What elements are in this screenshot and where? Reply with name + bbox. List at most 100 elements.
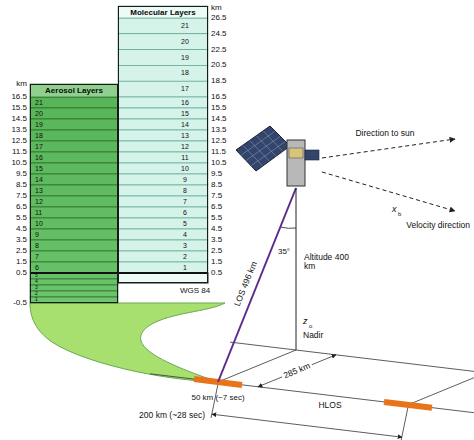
layer-heading: Aerosol Layers bbox=[31, 85, 117, 97]
molecular-layer-cell bbox=[118, 251, 208, 262]
molecular-layer-cell bbox=[118, 185, 208, 196]
aerosol-layer-cell bbox=[30, 108, 118, 119]
layer-number: 1 bbox=[35, 297, 38, 303]
altitude-tick: 3.5 bbox=[16, 236, 27, 245]
molecular-layer-cell bbox=[118, 196, 208, 207]
altitude-tick: 8.5 bbox=[211, 181, 222, 190]
altitude-tick: 2.5 bbox=[16, 247, 27, 256]
layer-number: 8 bbox=[35, 242, 39, 250]
layer-number: 10 bbox=[181, 165, 189, 173]
altitude-tick: 9.5 bbox=[16, 170, 27, 179]
extension-line bbox=[401, 407, 408, 440]
los-label: LOS 496 km bbox=[233, 260, 259, 307]
aerosol-layer-cell bbox=[30, 279, 118, 285]
altitude-tick: 24.5 bbox=[211, 29, 227, 38]
footprint bbox=[384, 402, 432, 408]
panel-cell-line bbox=[263, 131, 283, 152]
layer-number: 9 bbox=[35, 231, 39, 239]
dimension-label: 285 km bbox=[280, 361, 313, 382]
layer-number: 3 bbox=[35, 285, 38, 291]
panel-cell-line bbox=[243, 145, 263, 166]
molecular-layer-cell bbox=[118, 81, 208, 97]
aerosol-layer-cell bbox=[30, 218, 118, 229]
molecular-layer-cell bbox=[118, 119, 208, 130]
altitude-tick: 16.5 bbox=[211, 93, 227, 102]
dimension-label: 200 km (~28 sec) bbox=[139, 411, 205, 420]
panel-cells bbox=[241, 131, 285, 166]
molecular-layer-cell bbox=[118, 240, 208, 251]
layer-number: 12 bbox=[35, 198, 43, 206]
layer-number: 10 bbox=[35, 220, 43, 228]
layer-number: 13 bbox=[181, 132, 189, 140]
molecular-layer-cell bbox=[118, 108, 208, 119]
axis-subscript: b bbox=[398, 211, 401, 218]
altitude-tick: 0.5 bbox=[16, 269, 27, 278]
molecular-layer-cell bbox=[118, 97, 208, 108]
layer-grid bbox=[30, 6, 208, 303]
aerosol-layer-cell bbox=[30, 97, 118, 108]
aerosol-layer-cell bbox=[30, 163, 118, 174]
layer-number: 21 bbox=[181, 22, 189, 30]
layer-number: 3 bbox=[183, 242, 187, 250]
layer-number: 5 bbox=[183, 220, 187, 228]
direction-label: Velocity direction bbox=[406, 221, 470, 230]
altitude-tick: 3.5 bbox=[211, 236, 222, 245]
altitude-tick: 11.5 bbox=[211, 148, 226, 157]
altitude-tick: 10.5 bbox=[11, 159, 27, 168]
layer-number: 5 bbox=[35, 273, 38, 279]
layer-number: 14 bbox=[35, 176, 43, 184]
axis-symbol: z bbox=[303, 317, 308, 327]
molecular-heading-strip bbox=[118, 6, 208, 18]
layer-number: 13 bbox=[35, 187, 43, 195]
layer-number: 18 bbox=[35, 132, 43, 140]
molecular-layer-cell bbox=[118, 18, 208, 34]
los-line bbox=[218, 188, 296, 382]
axis-unit: km bbox=[16, 80, 27, 89]
altitude-tick: 14.5 bbox=[11, 115, 27, 124]
satellite-body bbox=[287, 140, 305, 186]
panel-cell-line bbox=[241, 131, 275, 155]
altitude-tick: 15.5 bbox=[11, 104, 27, 113]
aerosol-layer-cell bbox=[30, 152, 118, 163]
altitude-tick: 16.5 bbox=[11, 93, 27, 102]
altitude-tick: 14.5 bbox=[211, 115, 227, 124]
altitude-tick: 0.5 bbox=[211, 269, 222, 278]
axis-subscript: o bbox=[309, 323, 312, 330]
panel-cell-line bbox=[251, 142, 285, 166]
altitude-tick: 18.5 bbox=[211, 77, 227, 86]
altitude-tick: 12.5 bbox=[211, 137, 227, 146]
aerosol-layer-cell bbox=[30, 130, 118, 141]
dimension-285 bbox=[258, 355, 336, 387]
layer-number: 4 bbox=[183, 231, 187, 239]
molecular-layer-cell bbox=[118, 152, 208, 163]
altitude-tick: 20.5 bbox=[211, 61, 227, 70]
solar-panel-small bbox=[305, 150, 319, 160]
layer-number: 18 bbox=[181, 69, 189, 77]
panel-cell-line bbox=[250, 140, 270, 161]
ground-level-line bbox=[30, 272, 208, 274]
molecular-layer-cell bbox=[118, 262, 208, 273]
layer-number: 7 bbox=[35, 253, 39, 261]
altitude-tick: 13.5 bbox=[211, 126, 227, 135]
layer-number: 19 bbox=[35, 121, 43, 129]
layer-number: 11 bbox=[35, 209, 42, 217]
altitude-tick: 22.5 bbox=[211, 45, 227, 54]
layer-number: 20 bbox=[35, 110, 43, 118]
aerosol-layer-cell bbox=[30, 285, 118, 291]
layer-number: 11 bbox=[181, 154, 188, 162]
altitude-tick: 7.5 bbox=[211, 192, 222, 201]
layer-number: 2 bbox=[183, 253, 187, 261]
molecular-layer-cell bbox=[118, 174, 208, 185]
altitude-tick: 7.5 bbox=[16, 192, 27, 201]
dimension-200 bbox=[212, 414, 402, 437]
layer-number: 2 bbox=[35, 291, 38, 297]
panel-cell-line bbox=[256, 136, 276, 157]
panel-cell-line bbox=[246, 137, 280, 161]
sun-direction-arrow bbox=[322, 139, 455, 158]
altitude-tick: 1.5 bbox=[211, 258, 222, 267]
aerosol-layer-cell bbox=[30, 240, 118, 251]
direction-label: Direction to sun bbox=[355, 129, 414, 138]
aerosol-layer-cell bbox=[30, 119, 118, 130]
